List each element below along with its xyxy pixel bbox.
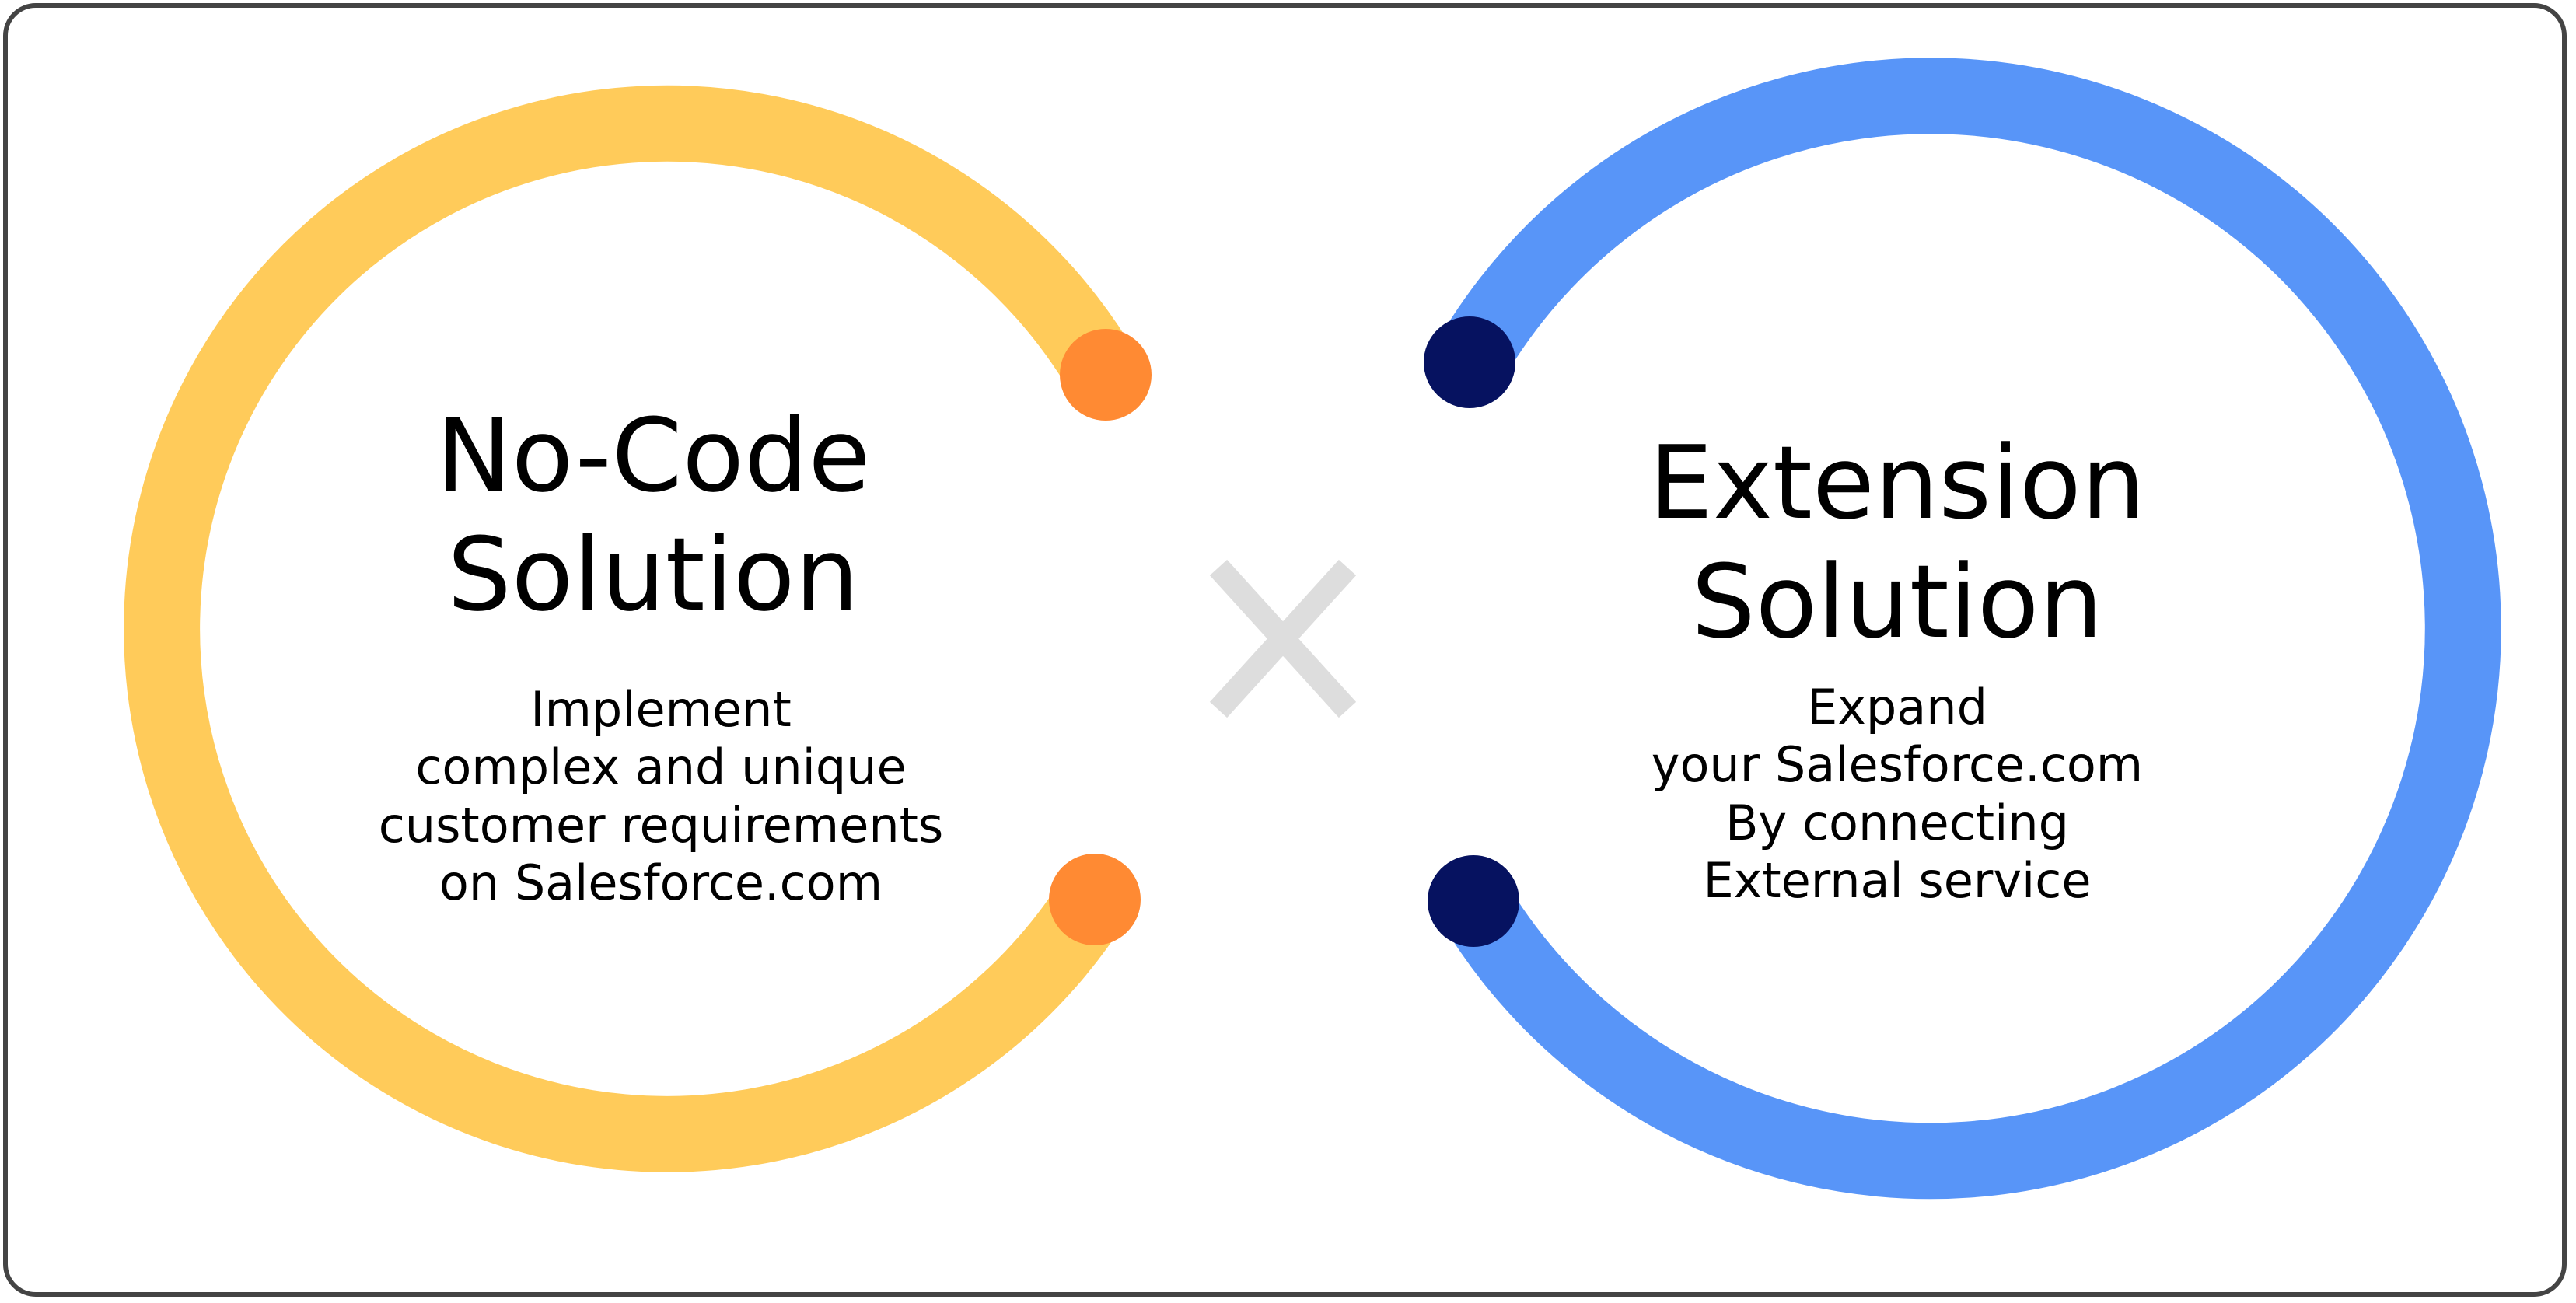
right-ring-arc	[1436, 58, 2501, 1200]
right-bottom-dot	[1428, 855, 1519, 947]
extension-title: Extension Solution	[1648, 424, 2146, 662]
multiply-x-icon	[1209, 559, 1357, 718]
left-ring-arc	[124, 85, 1138, 1172]
extension-description: Expand your Salesforce.com By connecting…	[1651, 679, 2144, 910]
left-bottom-dot	[1049, 854, 1141, 945]
no-code-description: Implement complex and unique customer re…	[378, 681, 944, 912]
no-code-title: No-Code Solution	[435, 396, 871, 634]
right-top-dot	[1424, 316, 1515, 408]
left-top-dot	[1060, 329, 1152, 421]
